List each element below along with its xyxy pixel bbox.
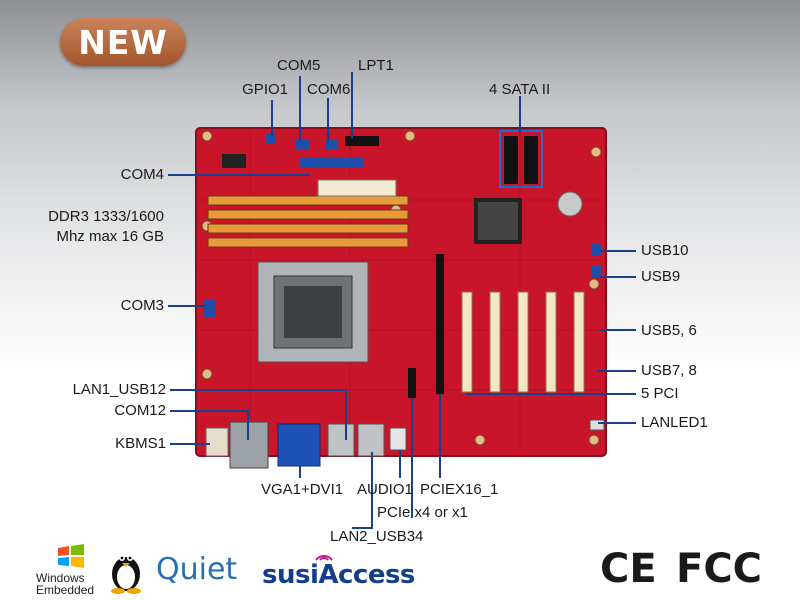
leader-lines bbox=[168, 72, 636, 529]
label-pcie-x4: PCIe x4 or x1 bbox=[377, 504, 468, 521]
label-lpt1: LPT1 bbox=[358, 57, 394, 74]
label-sata: 4 SATA II bbox=[489, 81, 551, 98]
chipset bbox=[474, 198, 522, 244]
label-vga-dvi: VGA1+DVI1 bbox=[261, 481, 344, 498]
ce-mark: CE bbox=[600, 546, 657, 592]
ddr3-slots bbox=[207, 195, 409, 248]
atx-power-connector bbox=[317, 179, 397, 197]
label-com5: COM5 bbox=[277, 57, 321, 74]
label-usb9: USB9 bbox=[641, 268, 681, 285]
label-pciex16: PCIEX16_1 bbox=[420, 481, 499, 498]
label-lan1-usb12: LAN1_USB12 bbox=[72, 381, 166, 398]
label-com12: COM12 bbox=[114, 402, 166, 419]
label-usb78: USB7, 8 bbox=[641, 362, 697, 379]
cmos-battery bbox=[557, 191, 583, 217]
rear-io bbox=[205, 421, 407, 469]
windows-text: Windows bbox=[36, 571, 85, 585]
label-lanled1: LANLED1 bbox=[641, 414, 708, 431]
label-com4: COM4 bbox=[120, 166, 164, 183]
susiaccess-logo: susiAccess bbox=[262, 560, 415, 590]
top-headers bbox=[222, 134, 379, 168]
label-usb10: USB10 bbox=[641, 242, 689, 259]
fcc-mark: FCC bbox=[676, 546, 763, 592]
quiet-logo: Quiet bbox=[156, 552, 238, 587]
label-lan2-usb34: LAN2_USB34 bbox=[330, 528, 424, 545]
new-badge: NEW bbox=[60, 18, 186, 66]
label-com3: COM3 bbox=[120, 297, 164, 314]
label-kbms1: KBMS1 bbox=[115, 435, 166, 452]
cpu-socket bbox=[257, 261, 369, 363]
label-ddr3-line1: DDR3 1333/1600 bbox=[48, 208, 164, 225]
sata-ports bbox=[499, 130, 543, 188]
label-audio1: AUDIO1 bbox=[357, 481, 413, 498]
embedded-text: Embedded bbox=[36, 583, 95, 597]
wireless-icon bbox=[315, 555, 333, 561]
linux-tux-icon bbox=[111, 555, 141, 594]
label-5pci: 5 PCI bbox=[641, 385, 679, 402]
pci-slots bbox=[461, 291, 585, 393]
pcie-slots bbox=[408, 254, 444, 398]
windows-embedded-logo: Windows Embedded bbox=[36, 544, 100, 596]
label-usb56: USB5, 6 bbox=[641, 322, 697, 339]
label-ddr3-line2: Mhz max 16 GB bbox=[56, 228, 164, 245]
label-com6: COM6 bbox=[307, 81, 351, 98]
label-gpio1: GPIO1 bbox=[242, 81, 288, 98]
windows-flag-icon bbox=[58, 544, 84, 568]
usb-headers bbox=[204, 244, 605, 431]
